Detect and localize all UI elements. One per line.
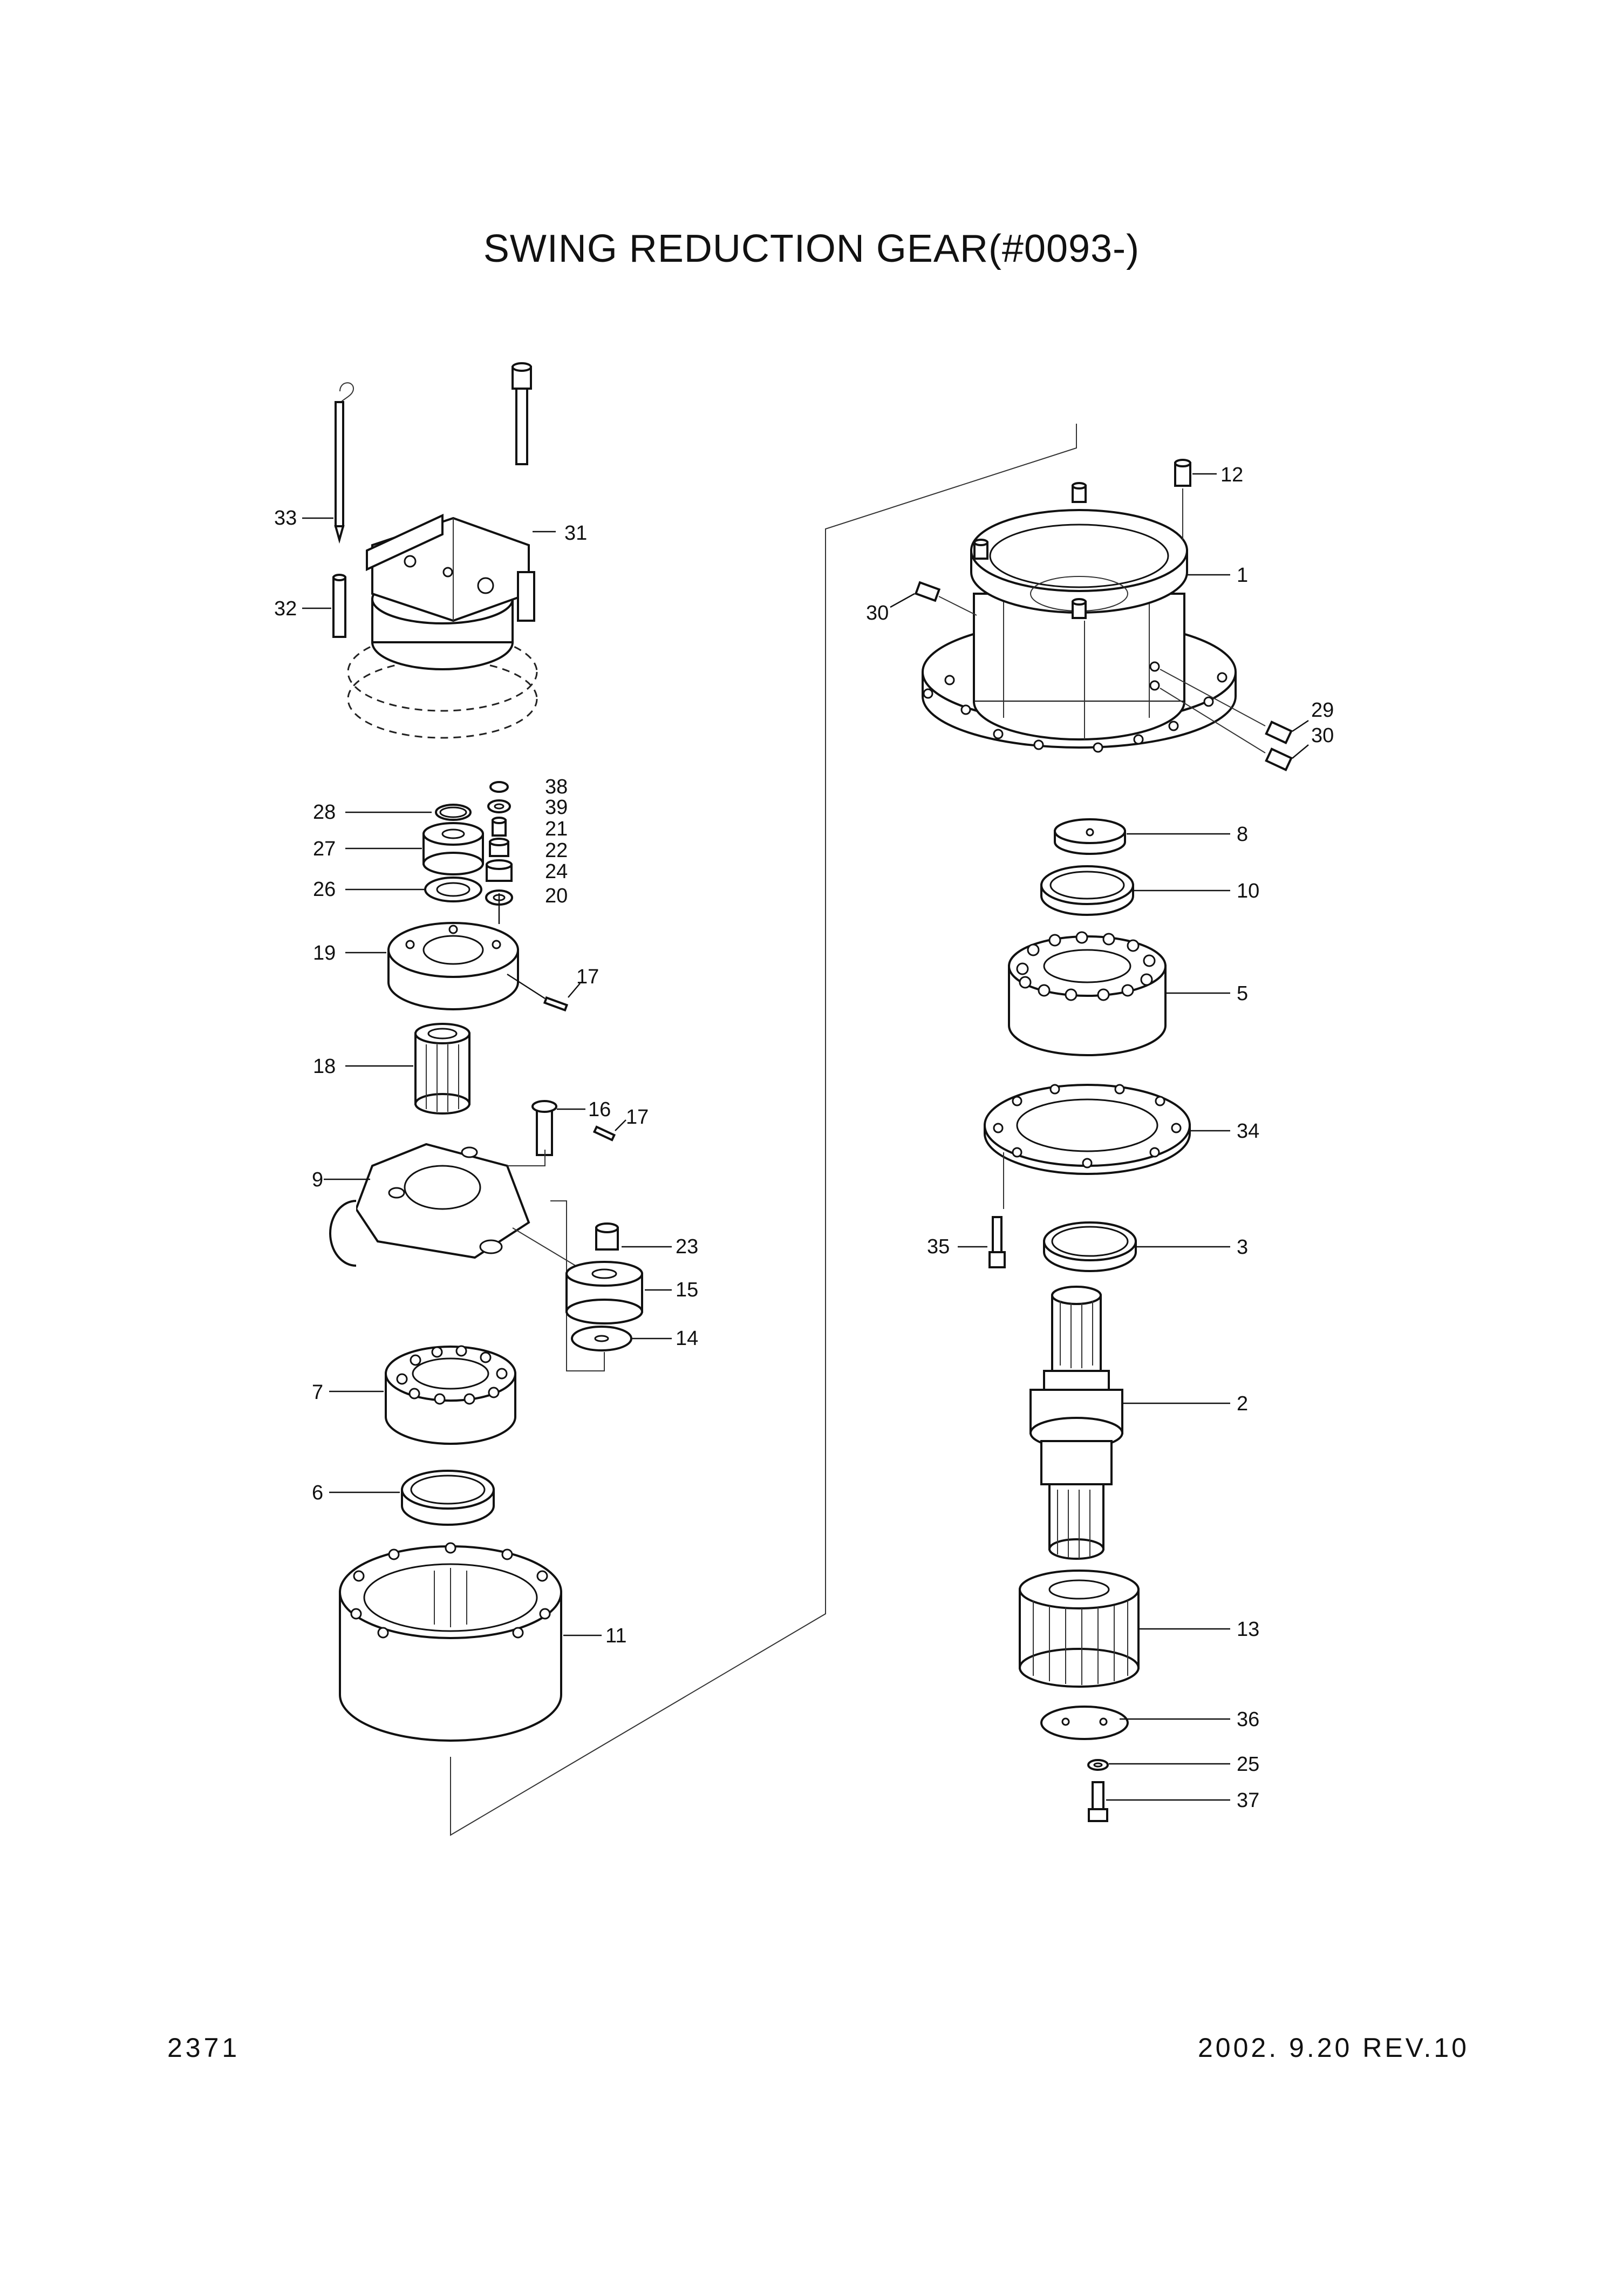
callout-22: 22 <box>545 839 568 862</box>
callout-30b: 30 <box>1311 724 1334 747</box>
part-10-ring <box>1040 865 1230 916</box>
part-12-pin <box>1174 459 1217 540</box>
callout-31: 31 <box>564 522 587 545</box>
part-18-sun-gear <box>345 1023 470 1115</box>
part-2-pinion-shaft <box>1029 1286 1230 1560</box>
part-36-plate <box>1040 1706 1230 1740</box>
callout-33: 33 <box>274 507 297 529</box>
part-28-snap-ring <box>345 804 472 821</box>
callout-6: 6 <box>312 1482 323 1504</box>
part-8-plate <box>1054 818 1230 855</box>
callout-37: 37 <box>1237 1789 1259 1812</box>
callout-27: 27 <box>313 838 336 860</box>
small-parts-stack <box>485 781 513 906</box>
callout-7: 7 <box>312 1381 323 1404</box>
part-3-ring <box>1043 1221 1230 1272</box>
callout-13: 13 <box>1237 1618 1259 1641</box>
callout-36: 36 <box>1237 1708 1259 1731</box>
part-6-ring <box>329 1470 495 1526</box>
callout-30a: 30 <box>866 602 889 624</box>
part-35-bolt <box>958 1216 1006 1268</box>
part-13-pinion-gear <box>1019 1570 1230 1688</box>
part-14-thrust-washer <box>571 1326 672 1351</box>
callout-26: 26 <box>313 878 336 901</box>
part-29-plug <box>1160 669 1309 744</box>
callout-39: 39 <box>545 796 568 819</box>
part-32-pipe <box>302 574 346 638</box>
part-9-planet-carrier <box>324 1143 545 1267</box>
callout-34: 34 <box>1237 1120 1259 1143</box>
callout-8: 8 <box>1237 823 1248 846</box>
part-27-gear <box>345 822 484 875</box>
callout-32: 32 <box>274 597 297 620</box>
part-5-bearing <box>1008 931 1230 1056</box>
assembly-connector-line <box>450 424 1077 1836</box>
callout-35: 35 <box>927 1235 950 1258</box>
callout-29: 29 <box>1311 699 1334 722</box>
part-33-dipstick <box>302 382 354 544</box>
callout-23: 23 <box>676 1235 698 1258</box>
part-17-pin <box>507 973 581 1012</box>
callout-labels: 33 31 32 38 39 21 22 24 20 28 27 26 19 1… <box>274 464 1334 1812</box>
callout-28: 28 <box>313 801 336 824</box>
callout-3: 3 <box>1237 1236 1248 1259</box>
callout-17: 17 <box>576 966 599 988</box>
callout-38: 38 <box>545 776 568 798</box>
callout-20: 20 <box>545 885 568 907</box>
planet-group-bracket <box>512 1200 605 1371</box>
callout-9: 9 <box>312 1169 323 1191</box>
callout-1: 1 <box>1237 564 1248 587</box>
part-25-washer <box>1087 1759 1230 1771</box>
callout-12: 12 <box>1220 464 1243 486</box>
callout-2: 2 <box>1237 1392 1248 1415</box>
drawing-title: SWING REDUCTION GEAR(#0093-) <box>483 227 1140 270</box>
callout-5: 5 <box>1237 982 1248 1005</box>
part-11-ring-gear <box>339 1542 602 1742</box>
part-19-carrier <box>345 893 519 1010</box>
part-31-bolt <box>512 362 556 533</box>
part-26-washer <box>345 877 482 902</box>
part-1-housing <box>922 482 1237 753</box>
revision-date: 2002. 9.20 REV.10 <box>1198 2033 1469 2063</box>
part-16-pin <box>531 1100 585 1156</box>
part-37-bolt <box>1088 1781 1230 1822</box>
motor-assembly-image <box>347 513 538 739</box>
callout-10: 10 <box>1237 880 1259 902</box>
callout-19: 19 <box>313 942 336 964</box>
callout-18: 18 <box>313 1055 336 1078</box>
callout-16: 16 <box>588 1098 611 1121</box>
callout-11: 11 <box>605 1625 626 1647</box>
part-17-spring-pin <box>592 1119 626 1142</box>
part-7-bearing <box>329 1345 516 1445</box>
part-34-cover-plate <box>984 1084 1230 1209</box>
callout-17b: 17 <box>626 1106 649 1129</box>
callout-14: 14 <box>676 1327 698 1350</box>
callout-21: 21 <box>545 818 568 840</box>
callout-24: 24 <box>545 860 568 883</box>
page-number: 2371 <box>167 2033 241 2063</box>
part-23-needle-bearing <box>595 1222 672 1251</box>
callout-25: 25 <box>1237 1753 1259 1776</box>
part-30-plug-right <box>1160 688 1309 771</box>
callout-15: 15 <box>676 1279 698 1301</box>
part-15-planet-gear <box>565 1261 672 1324</box>
part-30-plug-left <box>890 581 977 616</box>
